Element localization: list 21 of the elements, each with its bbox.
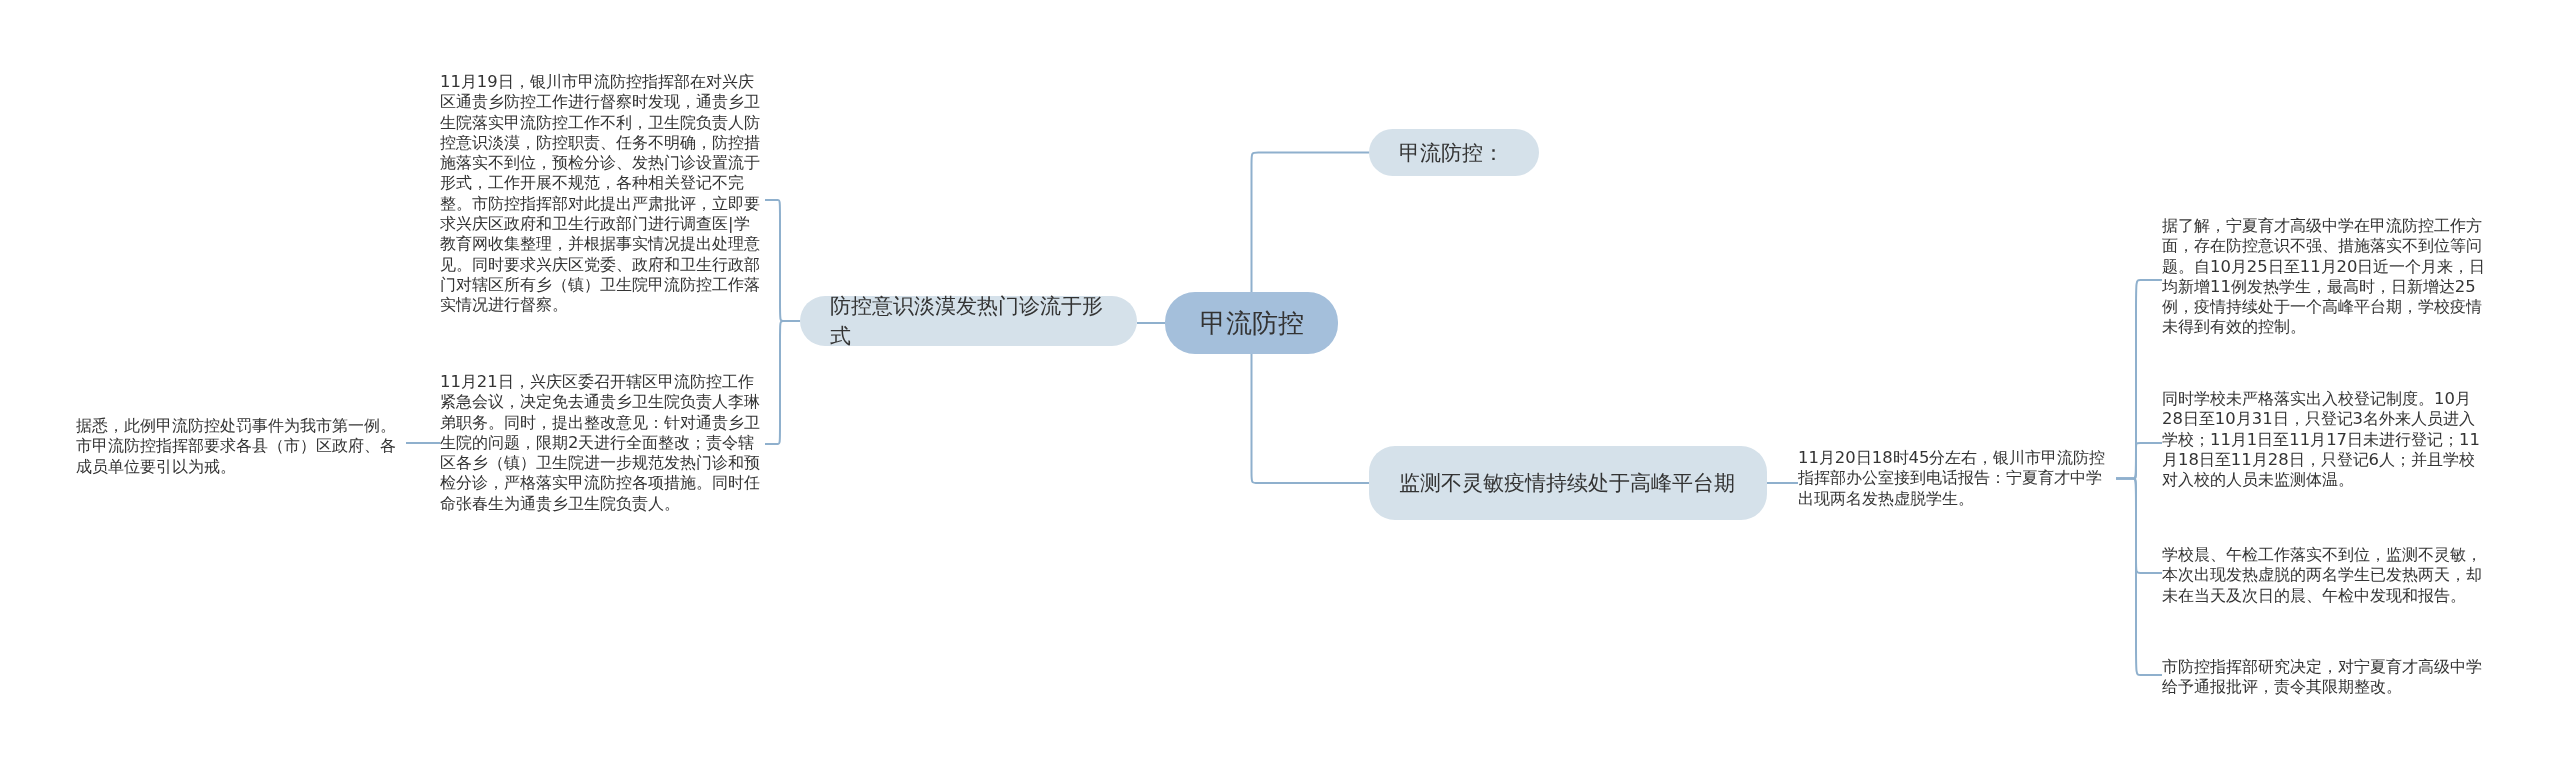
note-text: 11月20日18时45分左右，银川市甲流防控指挥部办公室接到电话报告：宁夏育才中学出现两名发热虚脱学生。 bbox=[1798, 448, 2116, 509]
topic-label: 甲流防控： bbox=[1399, 139, 1504, 167]
note-text: 据悉，此例甲流防控处罚事件为我市第一例。市甲流防控指挥部要求各县（市）区政府、各成员单位要引以为戒。 bbox=[76, 416, 406, 477]
note-text: 学校晨、午检工作落实不到位，监测不灵敏，本次出现发热虚脱的两名学生已发热两天，却未在当天及次日的晨、午检中发现和报告。 bbox=[2162, 545, 2487, 606]
connector-line bbox=[1250, 151, 1370, 293]
topic-label: 监测不灵敏疫情持续处于高峰平台期 bbox=[1399, 470, 1735, 497]
central-topic bbox=[1165, 292, 1338, 354]
connector-line bbox=[1250, 353, 1370, 484]
topic-bubble bbox=[800, 296, 1137, 346]
connector-line bbox=[405, 442, 441, 444]
note-text: 同时学校未严格落实出入校登记制度。10月28日至10月31日，只登记3名外来人员进入学校；11月1日至11月17日未进行登记；11月18日至11月28日，只登记6人；并且学校对入校的人员未监测体温。 bbox=[2162, 389, 2487, 491]
topic-label: 甲流防控 bbox=[1199, 306, 1304, 340]
note-text: 11月19日，银川市甲流防控指挥部在对兴庆区通贵乡防控工作进行督察时发现，通贵乡卫生院落实甲流防控工作不利，卫生院负责人防控意识淡漠，防控职责、任务不明确，防控措施落实不到位，预检分诊、发热门诊设置流于形式，工作开展不规范，各种相关登记不完整。市防控指挥部对此提出严肃批评，立即要求兴庆区政府和卫生行政部门进行调查医|学教育网收集整理，并根据事实情况提出处理意见。同时要求兴庆区党委、政府和卫生行政部门对辖区所有乡（镇）卫生院甲流防控工作落实情况进行督察。 bbox=[440, 72, 765, 316]
connector-line bbox=[1136, 322, 1166, 324]
note-text: 11月21日，兴庆区委召开辖区甲流防控工作紧急会议，决定免去通贵乡卫生院负责人李琳弟职务。同时，提出整改意见：针对通贵乡卫生院的问题，限期2天进行全面整改；责令辖区各乡（镇）卫生院进一步规范发热门诊和预检分诊，严格落实甲流防控各项措施。同时任命张春生为通贵乡卫生院负责人。 bbox=[440, 372, 765, 515]
note-text: 据了解，宁夏育才高级中学在甲流防控工作方面，存在防控意识不强、措施落实不到位等问题。自10月25日至11月20日近一个月来，日均新增11例发热学生，最高时，日新增达25例，疫情持续处于一个高峰平台期，学校疫情未得到有效的控制。 bbox=[2162, 216, 2487, 338]
note-text: 市防控指挥部研究决定，对宁夏育才高级中学给予通报批评，责令其限期整改。 bbox=[2162, 657, 2487, 698]
topic-bubble bbox=[1369, 129, 1539, 176]
topic-label: 防控意识淡漠发热门诊流于形式 bbox=[830, 293, 1104, 350]
connector-line bbox=[1766, 482, 1799, 484]
topic-bubble bbox=[1369, 446, 1767, 520]
